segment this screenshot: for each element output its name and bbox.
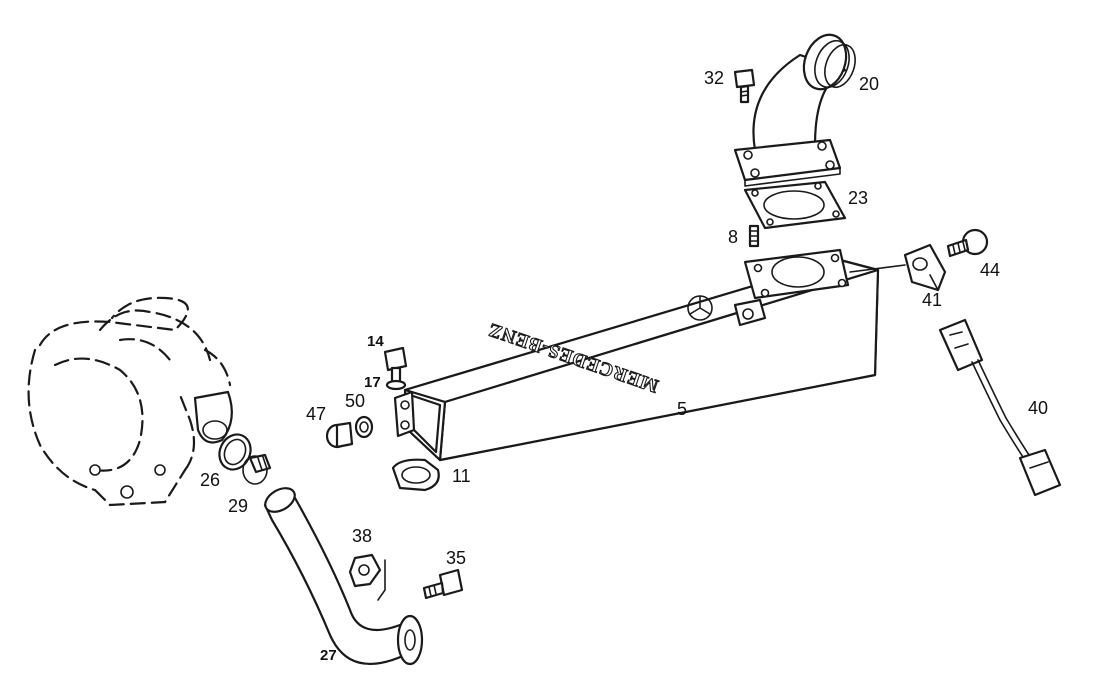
o-ring-26 <box>218 433 252 471</box>
flange-gasket <box>743 180 847 230</box>
label-26: 26 <box>200 470 220 490</box>
star-emblem <box>687 295 713 321</box>
stud-8 <box>748 224 760 248</box>
label-50: 50 <box>345 391 365 411</box>
label-11: 11 <box>452 466 471 486</box>
bolt-32 <box>733 68 756 104</box>
turbocharger-ghost <box>27 296 233 507</box>
label-27: 27 <box>320 647 337 664</box>
label-32: 32 <box>704 68 724 88</box>
bolt-35 <box>422 568 464 600</box>
nut-38 <box>348 553 382 588</box>
plug-47 <box>325 421 354 449</box>
manifold-body: MERCEDES-BENZ <box>393 248 906 462</box>
label-8: 8 <box>728 227 738 247</box>
label-20: 20 <box>859 74 879 94</box>
label-44: 44 <box>980 260 1000 280</box>
label-5: 5 <box>677 399 687 419</box>
label-35: 35 <box>446 548 466 568</box>
elbow-pipe <box>733 33 856 187</box>
clamp-29 <box>242 453 272 485</box>
label-41: 41 <box>922 290 942 310</box>
label-38: 38 <box>352 526 372 546</box>
seal-ring-50 <box>354 415 374 439</box>
sensor-cable <box>938 318 1062 497</box>
sensor-bracket <box>903 243 947 292</box>
gasket-11 <box>391 458 440 492</box>
bolt-14 <box>383 346 408 391</box>
charge-pipe <box>263 487 424 666</box>
label-29: 29 <box>228 496 248 516</box>
label-17: 17 <box>364 374 381 391</box>
label-23: 23 <box>848 188 868 208</box>
bolt-44 <box>946 228 989 258</box>
label-14: 14 <box>367 333 384 350</box>
label-40: 40 <box>1028 398 1048 418</box>
label-47: 47 <box>306 404 326 424</box>
